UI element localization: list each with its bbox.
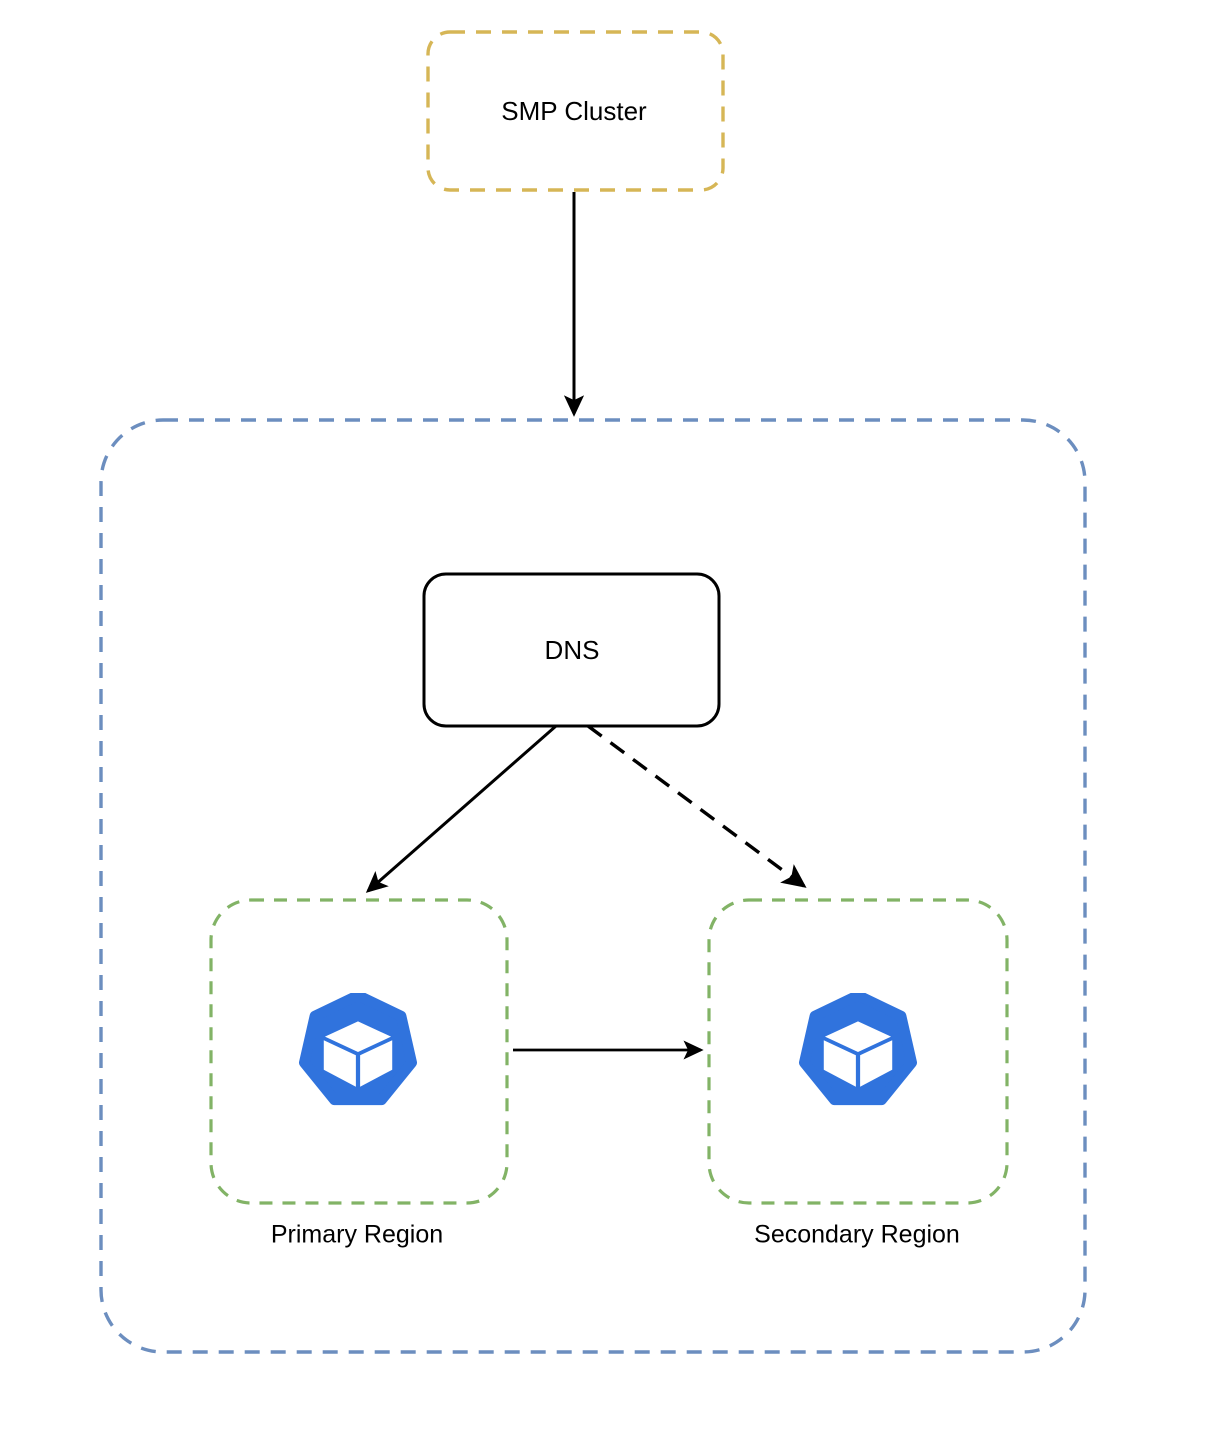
kubernetes-icon bbox=[304, 995, 411, 1099]
edge-dns-to-primary bbox=[365, 724, 557, 893]
smp-cluster-label: SMP Cluster bbox=[501, 96, 647, 126]
secondary-region-label: Secondary Region bbox=[754, 1221, 960, 1249]
outer-container-boundary bbox=[99, 418, 1087, 1354]
dns-label: DNS bbox=[545, 635, 600, 665]
dns-box[interactable] bbox=[422, 572, 721, 728]
edge-dns-to-secondary bbox=[586, 724, 807, 888]
primary-region-label: Primary Region bbox=[271, 1221, 443, 1249]
kubernetes-icon bbox=[804, 995, 911, 1099]
smp-cluster-box[interactable] bbox=[426, 30, 725, 192]
